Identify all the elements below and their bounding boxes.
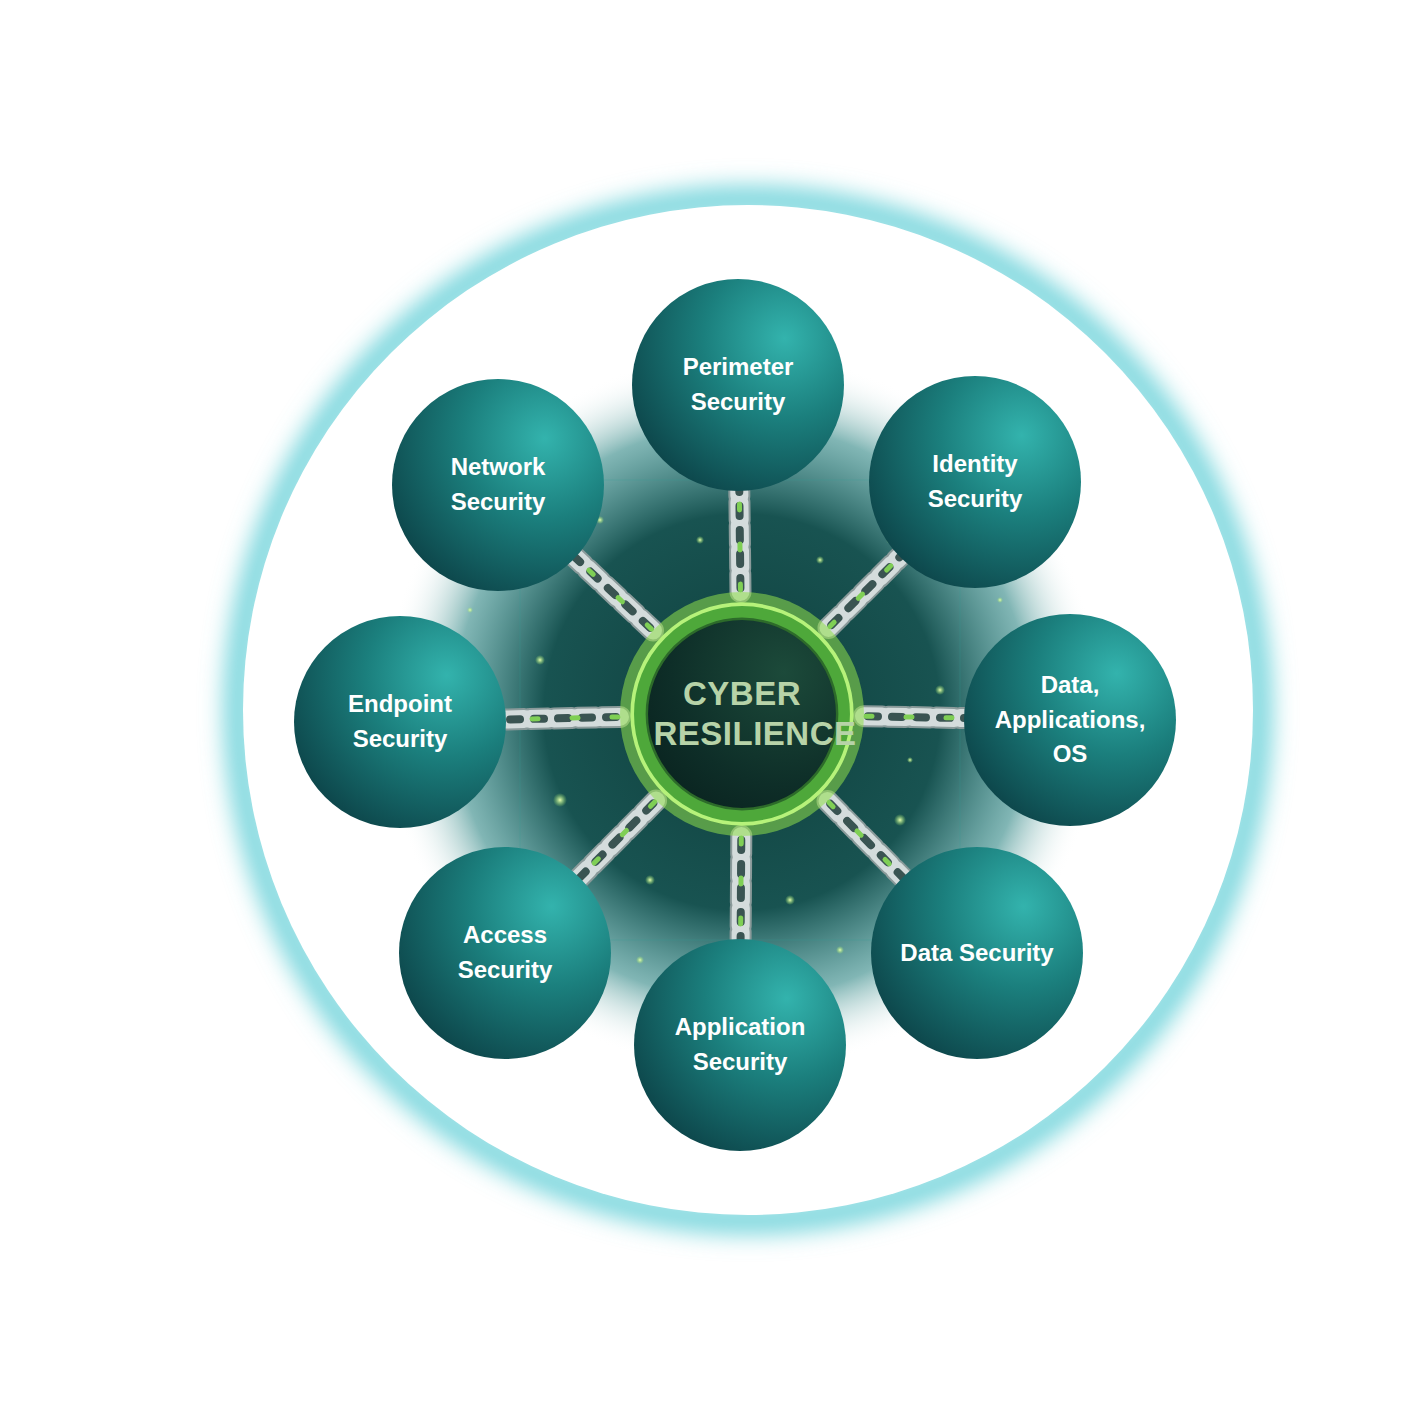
node-disc (294, 616, 506, 828)
chain-link (730, 836, 753, 939)
chain-link (580, 801, 657, 878)
chain-link (739, 491, 740, 592)
node-label: Endpoint Security (315, 687, 485, 757)
chain-link (739, 491, 740, 592)
text-wrap: Identity Security (890, 447, 1060, 517)
node-disc (632, 279, 844, 491)
node-circle (869, 376, 1081, 588)
node-label: Access Security (420, 918, 590, 988)
node-circle (392, 379, 604, 591)
security-node: Network Security (392, 379, 604, 591)
center-ring (632, 604, 852, 824)
security-node: Application Security (634, 939, 846, 1151)
chain-connector (575, 558, 653, 631)
chain-link (506, 717, 620, 720)
chain-link (828, 801, 903, 877)
chain-link (506, 717, 620, 720)
node-disc (399, 847, 611, 1059)
security-node: Data, Applications, OS (964, 614, 1176, 826)
node-label: Network Security (413, 450, 583, 520)
text-wrap: CYBER RESILIENCE (654, 674, 831, 753)
chain-connector (829, 557, 900, 628)
center-node: CYBER RESILIENCE (620, 592, 864, 836)
text-wrap: Data Security (892, 936, 1062, 971)
text-wrap: Endpoint Security (315, 687, 485, 757)
chain-link (575, 558, 653, 631)
text-wrap: Application Security (655, 1010, 825, 1080)
chain-connector (506, 717, 620, 720)
security-node: Access Security (399, 847, 611, 1059)
chain-link (738, 836, 744, 939)
chain-link (739, 491, 740, 592)
chain-connector (828, 801, 903, 877)
node-label: Perimeter Security (653, 350, 823, 420)
chain-link (732, 836, 751, 939)
center-label: CYBER RESILIENCE (654, 674, 831, 753)
chain-link (580, 801, 657, 878)
chain-link (575, 558, 653, 631)
node-disc (634, 939, 846, 1151)
text-wrap: Access Security (420, 918, 590, 988)
text-wrap: Perimeter Security (653, 350, 823, 420)
node-circle (632, 279, 844, 491)
security-node: Identity Security (869, 376, 1081, 588)
node-circle (294, 616, 506, 828)
chain-connector (739, 491, 740, 592)
center-halo (620, 592, 864, 836)
node-circle (399, 847, 611, 1059)
chain-link (828, 801, 903, 877)
chain-link (829, 557, 900, 628)
chain-link (580, 801, 657, 878)
outer-disc (243, 205, 1253, 1215)
node-disc (392, 379, 604, 591)
text-wrap: Network Security (413, 450, 583, 520)
chain-link (829, 557, 900, 628)
security-node: Data Security (871, 847, 1083, 1059)
chain-link (575, 558, 653, 631)
chain-link (864, 716, 964, 718)
chain-link (580, 801, 657, 878)
node-label: Identity Security (890, 447, 1060, 517)
security-node: Perimeter Security (632, 279, 844, 491)
chain-link (506, 717, 620, 720)
security-node: Endpoint Security (294, 616, 506, 828)
node-circle (634, 939, 846, 1151)
chain-link (506, 717, 620, 720)
text-wrap: Data, Applications, OS (985, 668, 1155, 772)
chain-link (739, 491, 740, 592)
chain-link (575, 558, 653, 631)
center-core (647, 619, 837, 809)
chain-link (828, 801, 903, 877)
chain-connector (740, 836, 742, 939)
node-disc (869, 376, 1081, 588)
center-circle (620, 592, 864, 836)
chain-link (828, 801, 903, 877)
chain-connector (580, 801, 657, 878)
chain-link (737, 836, 746, 939)
chain-link (864, 716, 964, 718)
chain-link (829, 557, 900, 628)
chain-link (864, 716, 964, 718)
node-disc (964, 614, 1176, 826)
node-label: Data, Applications, OS (985, 668, 1155, 772)
node-label: Application Security (655, 1010, 825, 1080)
node-label: Data Security (892, 936, 1062, 971)
outer-glow (238, 200, 1258, 1220)
chain-link (864, 716, 964, 718)
node-disc (871, 847, 1083, 1059)
chain-link (829, 557, 900, 628)
chain-connector (864, 716, 964, 718)
